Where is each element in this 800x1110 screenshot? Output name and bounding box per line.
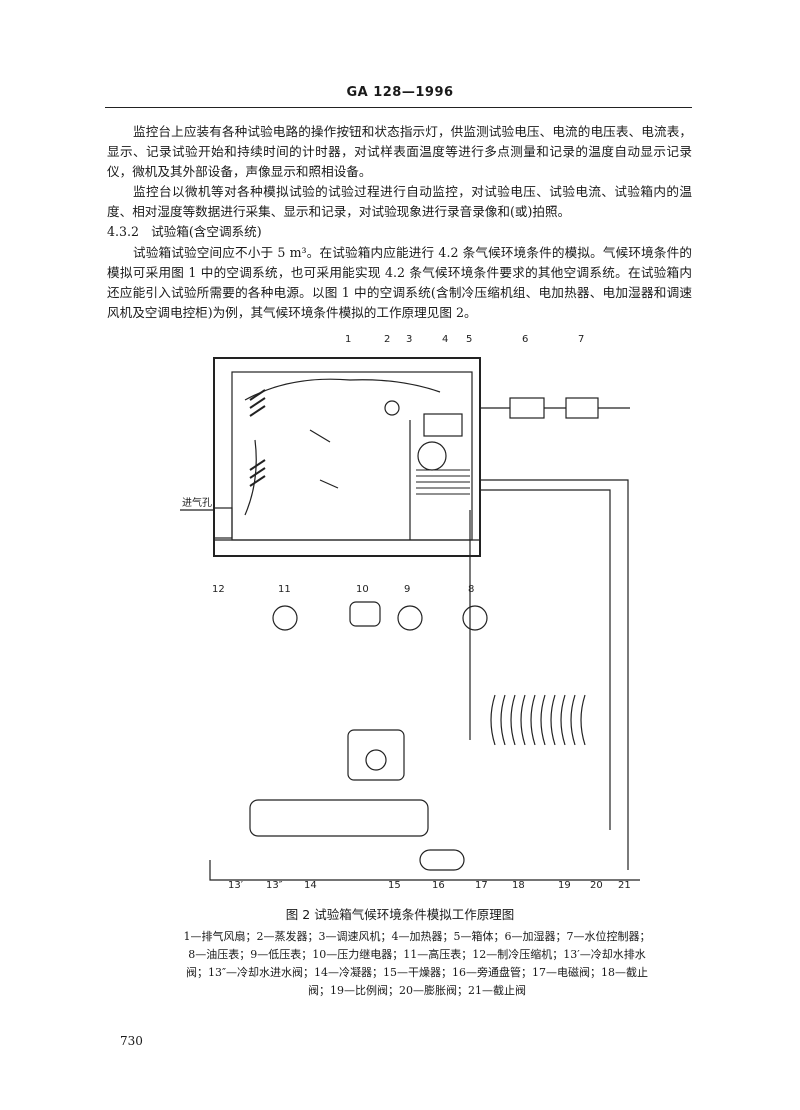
line-right	[480, 479, 629, 870]
label-16: 16	[432, 880, 445, 890]
heater	[423, 413, 463, 437]
condenser	[249, 799, 429, 837]
airflow-arrow-1	[309, 429, 331, 443]
speed-fan	[417, 441, 447, 471]
label-9: 9	[404, 584, 410, 595]
paragraph-1: 监控台上应装有各种试验电路的操作按钮和状态指示灯，供监测试验电压、电流的电压表、…	[107, 124, 692, 179]
section-title: 试验箱(含空调系统)	[151, 224, 262, 239]
label-7: 7	[578, 334, 584, 345]
inlet-label: 进气孔	[182, 496, 212, 509]
section-number: 4.3.2	[107, 224, 140, 239]
chamber-outer	[213, 357, 481, 557]
legend-line-4: 阀；19—比例阀；20—膨胀阀；21—截止阀	[308, 984, 526, 997]
evaporator-coil	[416, 469, 470, 495]
compressor	[347, 729, 405, 781]
label-21: 21	[618, 880, 631, 890]
airflow-arrow-2	[319, 479, 339, 489]
airflow-arc-left	[244, 439, 257, 516]
paragraph-2: 监控台以微机等对各种模拟试验的试验过程进行自动监控，对试验电压、试验电流、试验箱…	[107, 184, 692, 219]
legend-line-3: 阀；13″—冷却水进水阀；14—冷凝器；15—干燥器；16—旁通盘管；17—电磁…	[185, 966, 649, 979]
bypass-coil	[490, 694, 586, 746]
label-10: 10	[356, 584, 369, 595]
dryer	[419, 849, 465, 871]
label-11: 11	[278, 584, 291, 595]
line-bottom	[209, 860, 640, 881]
pressure-relay	[349, 601, 381, 627]
gauge-8	[462, 605, 488, 631]
label-12: 12	[212, 584, 225, 595]
label-13a: 13′	[228, 880, 244, 890]
exhaust-fan	[384, 400, 400, 416]
label-15: 15	[388, 880, 401, 890]
label-19: 19	[558, 880, 571, 890]
label-8: 8	[468, 584, 474, 595]
gauge-9	[397, 605, 423, 631]
line-right-2	[480, 489, 611, 830]
level-controller	[565, 397, 599, 419]
humidifier	[509, 397, 545, 419]
label-6: 6	[522, 334, 528, 345]
page-header: GA 128—1996	[346, 85, 454, 100]
label-20: 20	[590, 880, 603, 890]
label-18: 18	[512, 880, 525, 890]
figure-caption: 图 2 试验箱气候环境条件模拟工作原理图	[285, 907, 515, 922]
label-1: 1	[345, 334, 351, 345]
header-rule	[105, 107, 692, 108]
label-17: 17	[475, 880, 488, 890]
compressor-port	[365, 749, 387, 771]
figure-2-diagram: 进气孔 1 2 3 4 5 6 7 12 11 10	[180, 334, 640, 890]
left-baffles	[249, 389, 266, 487]
air-inlet	[213, 507, 233, 539]
page-number: 730	[120, 1034, 143, 1048]
label-2: 2	[384, 334, 390, 345]
label-3: 3	[406, 334, 412, 345]
chamber-inner	[231, 371, 473, 541]
label-14: 14	[304, 880, 317, 890]
airflow-arc-top	[244, 378, 441, 401]
section-heading: 4.3.2 试验箱(含空调系统)	[107, 222, 262, 242]
legend-line-1: 1—排气风扇；2—蒸发器；3—调速风机；4—加热器；5—箱体；6—加湿器；7—水…	[183, 930, 651, 943]
label-13b: 13″	[266, 880, 283, 890]
label-5: 5	[466, 334, 472, 345]
label-4: 4	[442, 334, 448, 345]
gauge-11	[272, 605, 298, 631]
section-paragraph: 试验箱试验空间应不小于 5 m³。在试验箱内应能进行 4.2 条气候环境条件的模…	[107, 245, 692, 320]
legend-line-2: 8—油压表；9—低压表；10—压力继电器；11—高压表；12—制冷压缩机；13′…	[188, 948, 646, 961]
